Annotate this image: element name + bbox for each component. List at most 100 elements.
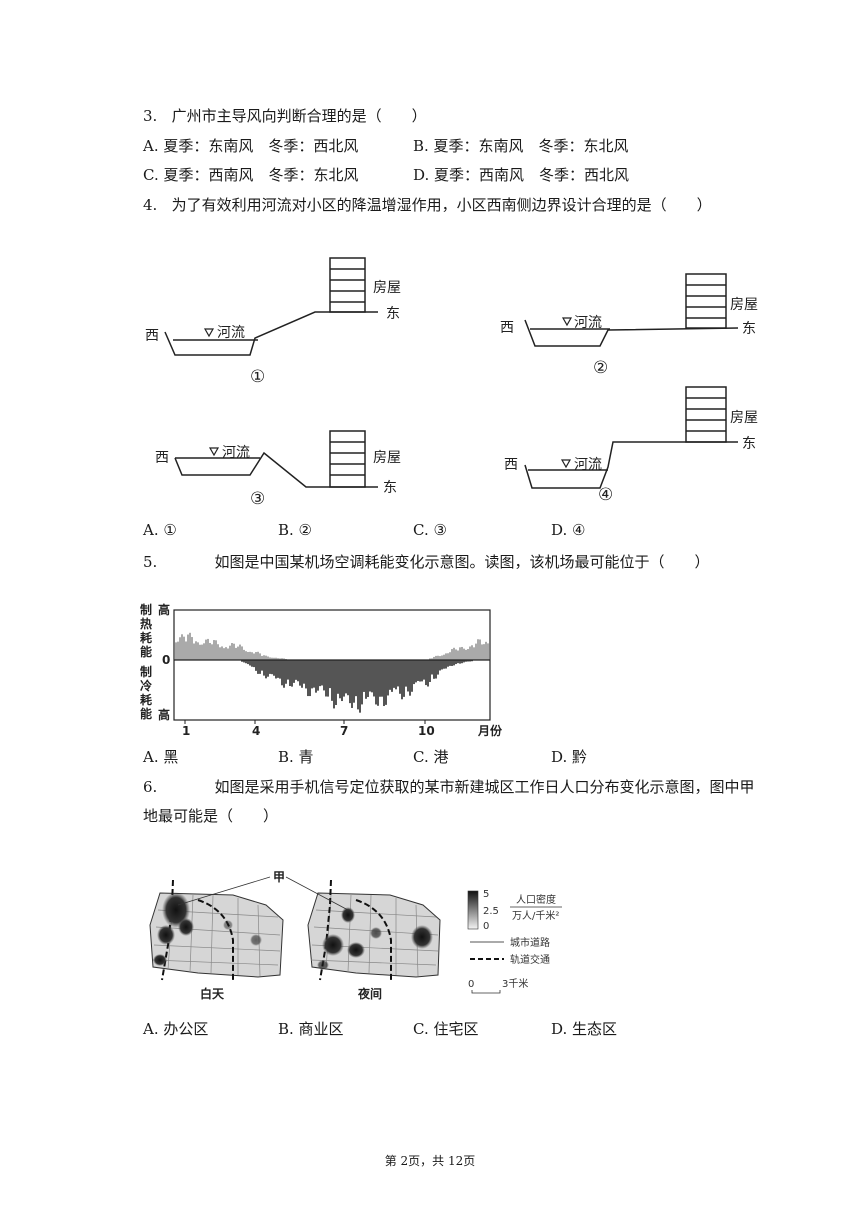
cooling-bar [441,660,443,670]
q6-stem-line2: 地最可能是（ ） [143,807,279,825]
water-level-icon [208,447,220,457]
q6-stem-line1: 6. 如图是采用手机信号定位获取的某市新建城区工作日人口分布变化示意图，图中甲 [143,778,755,796]
cooling-bar [253,660,255,668]
cooling-bar [337,660,339,694]
cooling-bar [353,660,355,703]
heating-bar [269,657,271,660]
cooling-bar [331,660,333,701]
q3-option-c: C. 夏季：西南风 冬季：东北风 [143,166,359,184]
airport-energy-chart: 制 热 耗 能 制 冷 耗 能 高 0 高 1 4 7 10 月份 [140,602,503,738]
profile-1-house [329,257,366,313]
heating-bar [443,654,445,660]
profile-4-west: 西 [504,457,518,473]
cooling-bar [431,660,433,675]
heating-bar [201,644,203,660]
cooling-bar [319,660,321,687]
scale-length: 3千米 [502,977,528,990]
cooling-bar [361,660,363,705]
cooling-bar [293,660,295,683]
cooling-bar [291,660,293,687]
heating-bar [231,643,233,660]
cooling-bar [379,660,381,697]
heating-bar [281,658,283,660]
cooling-bar [251,660,253,667]
cooling-bar [469,660,471,662]
cooling-bar [323,660,325,691]
heating-bar [483,644,485,660]
cooling-bar [343,660,345,697]
profile-3-river: 河流 [222,445,250,461]
cooling-bar [371,660,373,693]
cooling-bar [459,660,461,664]
cooling-bar [391,660,393,692]
cooling-bar [427,660,429,687]
cooling-bar [273,660,275,676]
cooling-bar [267,660,269,677]
heating-bar [179,637,181,660]
day-map [149,879,284,981]
cooling-bar [381,660,383,697]
cool-label-4: 能 [140,706,152,721]
marker-jia: 甲 [273,870,285,884]
heating-bar [239,644,241,660]
heating-bar [455,649,457,660]
cooling-bar [249,660,251,666]
q5-option-d: D. 黔 [551,748,588,766]
heating-bar [191,637,193,660]
heating-bar [253,653,255,660]
river-profile-diagram: 西 河流 房屋 东 ① 西 河流 房屋 东 ② 西 河流 房屋 东 ③ 西 河流… [145,257,758,505]
heat-label-4: 能 [140,644,152,659]
cooling-bar [415,660,417,683]
heating-bar [283,658,285,660]
x-tick-10: 10 [418,724,435,738]
cooling-bar [347,660,349,696]
cooling-bar [287,660,289,680]
cooling-bar [423,660,425,680]
heating-bar [447,653,449,660]
cooling-bar [335,660,337,705]
heating-bar [255,652,257,660]
heating-bar [433,656,435,660]
profile-3-house-label: 房屋 [373,450,401,466]
heating-bar [195,641,197,660]
cooling-bar [405,660,407,687]
cooling-bar [303,660,305,684]
cool-label-2: 冷 [140,678,152,693]
heating-bar [437,655,439,660]
heating-bar [209,642,211,660]
heating-bar [431,658,433,660]
heating-bar [251,652,253,660]
legend-density-unit: 万人/千米² [512,909,559,922]
x-tick-4: 4 [252,724,260,738]
heating-bar [475,643,477,660]
heating-bar [463,648,465,660]
cooling-bar [389,660,391,690]
cooling-bar [407,660,409,692]
cooling-bar [433,660,435,679]
heating-bar [451,649,453,660]
q4-option-d: D. ④ [551,521,586,539]
cooling-bar [417,660,419,681]
profile-4-house-label: 房屋 [730,410,758,426]
q3-option-b: B. 夏季：东南风 冬季：东北风 [413,137,629,155]
heating-bar [469,646,471,660]
profile-2-house [685,273,727,329]
cooling-bar [265,660,267,679]
heating-bar [197,642,199,660]
day-caption: 白天 [200,986,225,1001]
q4-option-a: A. ① [143,521,177,539]
cooling-bar [425,660,427,686]
heating-bar [449,652,451,660]
density-legend-bar [467,890,479,930]
night-caption: 夜间 [357,986,382,1001]
heating-bar [477,639,479,660]
cooling-bar [355,660,357,697]
cooling-bar [309,660,311,697]
heating-bar [245,651,247,660]
cooling-bar [383,660,385,707]
profile-3-ground [174,451,378,488]
heating-bar [189,632,191,660]
profile-3-house [329,430,366,488]
heating-bar [479,639,481,660]
heating-bar [439,656,441,660]
